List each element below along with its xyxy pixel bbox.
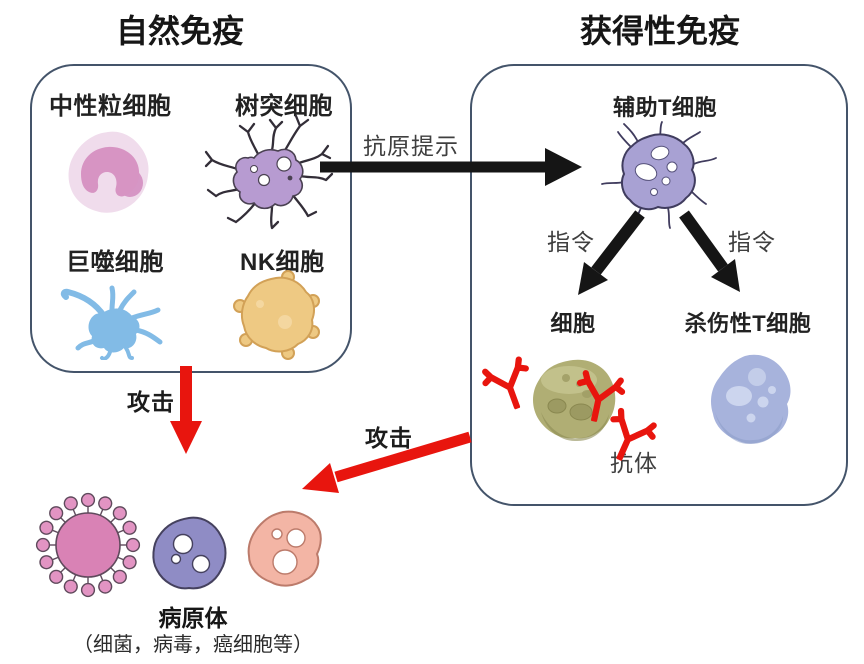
- attack-label-adaptive: 攻击: [365, 425, 413, 451]
- nk-cell-label: NK细胞: [240, 249, 325, 276]
- command-label-right: 指令: [728, 229, 776, 255]
- helper-t-cell-illustration: [594, 120, 724, 230]
- antibody-label: 抗体: [610, 450, 658, 476]
- neutrophil-label: 中性粒细胞: [49, 93, 172, 120]
- adaptive-immunity-title: 获得性免疫: [579, 13, 741, 49]
- killer-t-cell-label: 杀伤性T细胞: [684, 311, 812, 336]
- nk-cell-illustration: [230, 268, 322, 360]
- command-label-left: 指令: [547, 229, 595, 255]
- virus-illustration: [34, 491, 142, 599]
- macrophage-illustration: [56, 274, 172, 360]
- b-cell-label: 细胞: [550, 311, 596, 336]
- innate-immunity-box: 中性粒细胞 树突细胞 巨噬细胞 NK细胞: [30, 64, 352, 373]
- antibody-icon: [477, 353, 541, 417]
- pathogen-title: 病原体: [158, 605, 228, 631]
- helper-t-cell-label: 辅助T细胞: [613, 95, 717, 120]
- dendritic-cell-label: 树突细胞: [235, 93, 333, 120]
- pathogen-subtitle: （细菌，病毒，癌细胞等）: [73, 634, 313, 656]
- attack-label-innate: 攻击: [127, 389, 175, 415]
- salmon-pathogen-illustration: [239, 508, 329, 594]
- purple-pathogen-illustration: [147, 514, 231, 594]
- antibody-icon: [596, 404, 662, 470]
- killer-t-cell-illustration: [695, 350, 797, 454]
- macrophage-label: 巨噬细胞: [66, 249, 164, 276]
- adaptive-immunity-box: 辅助T细胞: [470, 64, 848, 506]
- antibody-icon: [569, 367, 628, 426]
- neutrophil-illustration: [60, 126, 156, 220]
- innate-immunity-title: 自然免疫: [115, 13, 245, 49]
- dendritic-cell-illustration: [202, 112, 334, 234]
- antigen-presentation-label: 抗原提示: [363, 133, 459, 159]
